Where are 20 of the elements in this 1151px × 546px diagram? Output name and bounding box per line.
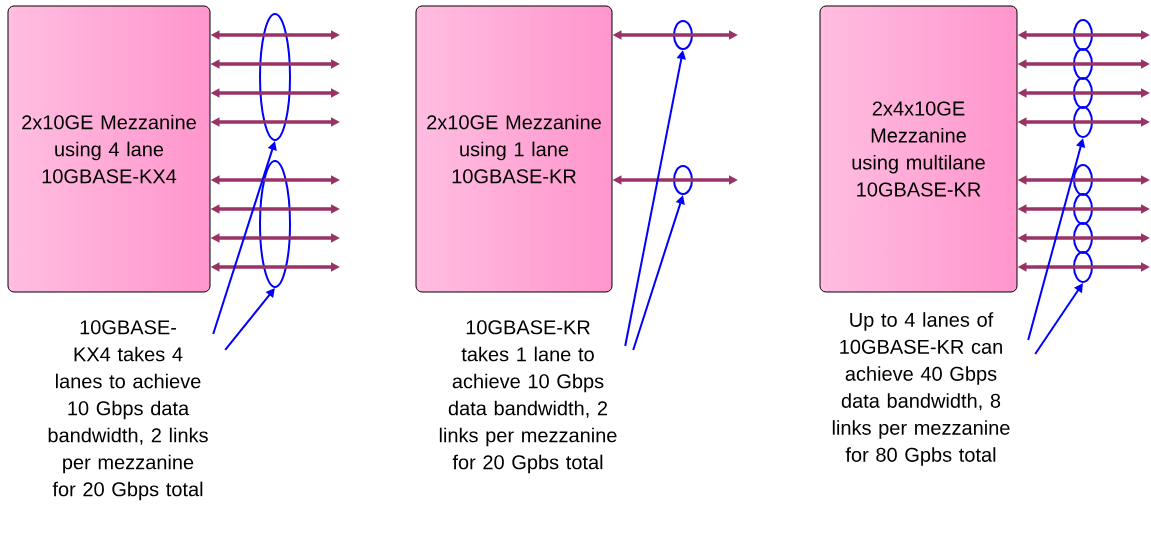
- mezzanine-box: 2x10GE Mezzanine using 1 lane 10GBASE-KR: [415, 5, 613, 293]
- lane-group-ellipse: [673, 165, 693, 195]
- lane-group-ellipse: [259, 160, 291, 288]
- lane-group-ellipse: [259, 13, 291, 141]
- annotation-text: 10GBASE-KR takes 1 lane to achieve 10 Gbps data bandwidth, 2 links per mezzanine for 20 Gpbs total: [439, 320, 617, 474]
- lane-group-ellipse: [1073, 222, 1093, 254]
- leader-arrow: [1034, 283, 1083, 355]
- lane-group-ellipse: [1073, 19, 1093, 51]
- annotation-text: Up to 4 lanes of 10GBASE-KR can achieve 40 Gbps data bandwidth, 8 links per mezzanine for 80 Gpbs total: [832, 312, 1010, 466]
- annotation-text: 10GBASE-KX4 takes 4 lanes to achieve 10 Gbps data bandwidth, 2 links per mezzanine for 20 Gbps total: [48, 320, 208, 501]
- lane-group-ellipse: [1073, 106, 1093, 138]
- lane-group-ellipse: [1073, 164, 1093, 196]
- lane-group-ellipse: [1073, 77, 1093, 109]
- mezzanine-box: 2x4x10GE Mezzanine using multilane 10GBASE-KR: [819, 5, 1018, 293]
- mezzanine-box: 2x10GE Mezzanine using 4 lane 10GBASE-KX4: [7, 5, 211, 293]
- leader-arrow: [224, 288, 275, 351]
- lane-group-ellipse: [1073, 251, 1093, 283]
- lane-group-ellipse: [1073, 48, 1093, 80]
- lane-group-ellipse: [1073, 193, 1093, 225]
- lane-group-ellipse: [673, 20, 693, 50]
